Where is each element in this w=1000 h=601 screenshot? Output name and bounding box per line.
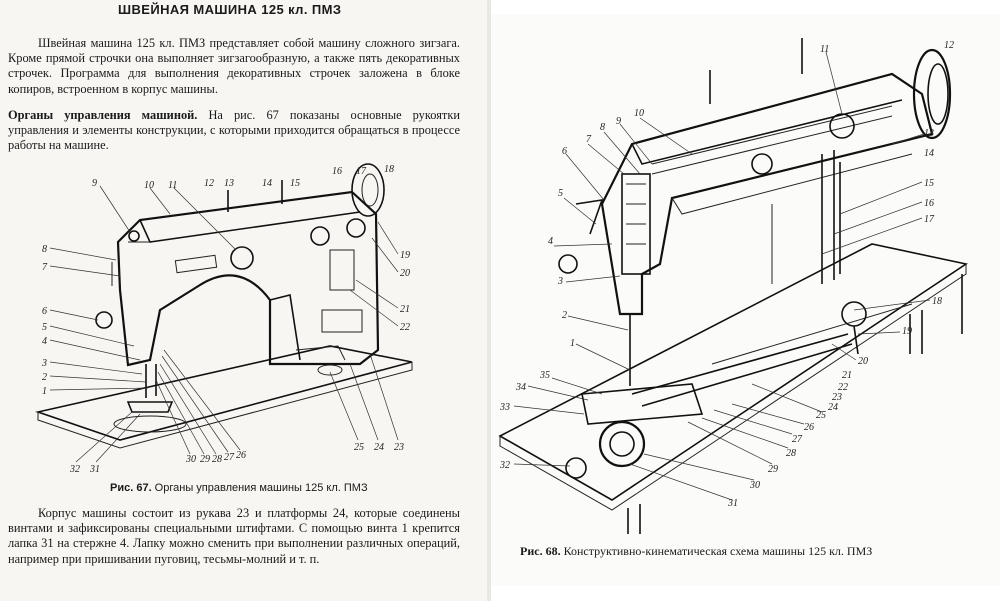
fig67-label-29: 29 <box>200 454 210 465</box>
fig67-label-8: 8 <box>42 244 47 255</box>
fig68-label-33: 33 <box>499 402 510 413</box>
fig67-label-19: 19 <box>400 250 410 261</box>
fig68-label-31: 31 <box>727 498 738 509</box>
fig68-label-22: 22 <box>838 382 848 393</box>
fig67-label-3: 3 <box>41 358 47 369</box>
fig68-label-23: 23 <box>832 392 842 403</box>
fig68-label-15: 15 <box>924 178 934 189</box>
fig67-label-2: 2 <box>42 372 47 383</box>
fig68-label-8: 8 <box>600 122 605 133</box>
controls-lead: Органы управления машиной. <box>8 108 198 122</box>
fig67-label-9: 9 <box>92 178 97 189</box>
fig68-caption-text: Конструктивно-кинематическая схема машин… <box>560 544 873 558</box>
figure-68-caption: Рис. 68. Конструктивно-кинематическая сх… <box>520 544 872 559</box>
fig67-label-1: 1 <box>42 386 47 397</box>
fig68-label-10: 10 <box>634 108 644 119</box>
fig68-label-14: 14 <box>924 148 934 159</box>
figure-67-caption: Рис. 67. Органы управления машины 125 кл… <box>110 482 368 494</box>
fig67-label-26: 26 <box>236 450 246 461</box>
page-heading: ШВЕЙНАЯ МАШИНА 125 кл. ПМЗ <box>118 2 342 17</box>
fig68-label-16: 16 <box>924 198 934 209</box>
fig68-label-18: 18 <box>932 296 942 307</box>
controls-body: На рис. 67 показаны основные рукоятки уп… <box>8 108 460 153</box>
fig68-labels: 5 6 7 8 9 10 11 12 13 14 15 16 17 18 19 … <box>499 40 954 509</box>
fig67-label-20: 20 <box>400 268 410 279</box>
fig68-label-9: 9 <box>616 116 621 127</box>
intro-paragraph: Швейная машина 125 кл. ПМЗ представляет … <box>8 36 460 96</box>
fig67-label-10: 10 <box>144 180 154 191</box>
fig68-label-5: 5 <box>558 188 563 199</box>
fig68-label-29: 29 <box>768 464 778 475</box>
fig67-label-16: 16 <box>332 166 342 177</box>
fig67-label-30: 30 <box>185 454 196 465</box>
right-page: 5 6 7 8 9 10 11 12 13 14 15 16 17 18 19 … <box>492 14 1000 586</box>
fig67-label-12: 12 <box>204 178 214 189</box>
fig67-caption-num: Рис. 67. <box>110 482 152 494</box>
fig67-labels: 9 10 11 12 13 14 15 16 17 18 19 20 21 22… <box>41 164 410 475</box>
fig68-label-12: 12 <box>944 40 954 51</box>
fig67-label-28: 28 <box>212 454 222 465</box>
fig68-label-6: 6 <box>562 146 567 157</box>
fig67-label-23: 23 <box>394 442 404 453</box>
fig67-label-22: 22 <box>400 322 410 333</box>
fig67-label-31: 31 <box>89 464 100 475</box>
fig67-label-6: 6 <box>42 306 47 317</box>
fig67-label-7: 7 <box>42 262 48 273</box>
fig68-label-25: 25 <box>816 410 826 421</box>
fig68-caption-num: Рис. 68. <box>520 544 561 558</box>
fig68-label-21: 21 <box>842 370 852 381</box>
fig67-caption-text: Органы управления машины 125 кл. ПМЗ <box>151 482 368 494</box>
fig68-label-4: 4 <box>548 236 553 247</box>
fig67-label-13: 13 <box>224 178 234 189</box>
fig67-label-14: 14 <box>262 178 272 189</box>
fig68-label-34: 34 <box>515 382 526 393</box>
fig68-label-2: 2 <box>562 310 567 321</box>
fig68-label-28: 28 <box>786 448 796 459</box>
left-page: ШВЕЙНАЯ МАШИНА 125 кл. ПМЗ Швейная машин… <box>0 0 488 601</box>
fig68-label-3: 3 <box>557 276 563 287</box>
fig67-label-17: 17 <box>356 166 367 177</box>
fig67-label-27: 27 <box>224 452 235 463</box>
fig67-label-5: 5 <box>42 322 47 333</box>
fig67-label-4: 4 <box>42 336 47 347</box>
fig68-label-1: 1 <box>570 338 575 349</box>
fig67-label-25: 25 <box>354 442 364 453</box>
body-paragraph: Корпус машины состоит из рукава 23 и пла… <box>8 506 460 566</box>
fig67-label-18: 18 <box>384 164 394 175</box>
fig68-label-13: 13 <box>924 128 934 139</box>
fig68-label-11: 11 <box>820 44 829 55</box>
fig68-label-35: 35 <box>539 370 550 381</box>
fig67-label-32: 32 <box>69 464 80 475</box>
fig68-label-19: 19 <box>902 326 912 337</box>
figure-68-schematic: 5 6 7 8 9 10 11 12 13 14 15 16 17 18 19 … <box>498 38 969 534</box>
fig67-label-24: 24 <box>374 442 384 453</box>
figure-67-illustration: 9 10 11 12 13 14 15 16 17 18 19 20 21 22… <box>35 163 413 475</box>
fig68-label-27: 27 <box>792 434 803 445</box>
fig67-label-11: 11 <box>168 180 177 191</box>
fig68-label-24: 24 <box>828 402 838 413</box>
fig68-label-20: 20 <box>858 356 868 367</box>
fig68-label-26: 26 <box>804 422 814 433</box>
fig67-label-15: 15 <box>290 178 300 189</box>
fig68-label-17: 17 <box>924 214 935 225</box>
fig68-label-7: 7 <box>586 134 592 145</box>
fig68-label-30: 30 <box>749 480 760 491</box>
controls-paragraph: Органы управления машиной. На рис. 67 по… <box>8 108 460 154</box>
fig68-label-32: 32 <box>499 460 510 471</box>
page-gutter <box>487 0 491 601</box>
fig67-label-21: 21 <box>400 304 410 315</box>
